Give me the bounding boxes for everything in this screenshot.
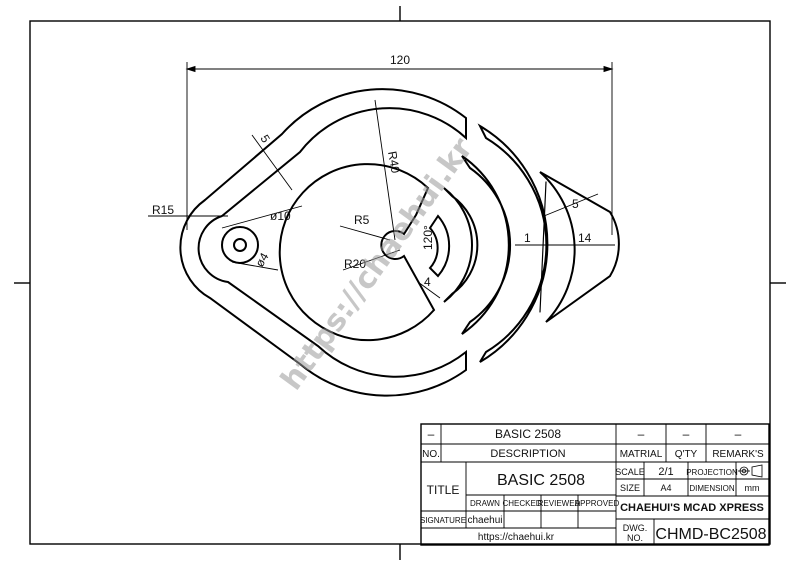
hole-inner: [233, 238, 247, 252]
dim-outer-radius: R40: [385, 150, 403, 174]
right-lip: [539, 171, 620, 323]
row1-no: –: [428, 427, 435, 441]
title-block: [420, 423, 770, 546]
outer-shell: [179, 88, 467, 397]
row1-remarks: –: [735, 427, 742, 441]
dim-hub-notch: R5: [354, 213, 370, 227]
header-no: NO.: [422, 449, 440, 460]
size-label: SIZE: [620, 483, 640, 493]
dim-arc-offset: 4: [424, 275, 431, 289]
dwg-number: CHMD-BC2508: [655, 526, 766, 543]
dimension-label: DIMENSION: [689, 484, 735, 493]
dim-ring-thickness: 5: [572, 197, 579, 211]
inner-arc: [428, 214, 451, 278]
row1-description: BASIC 2508: [495, 427, 561, 441]
checked-label: CHECKED: [502, 499, 541, 508]
arc-1: [443, 187, 479, 303]
website-url: https://chaehui.kr: [478, 532, 555, 543]
size-value: A4: [660, 483, 671, 493]
dim-hole-small: ø4: [252, 250, 271, 269]
header-material: MATRIAL: [620, 449, 663, 460]
scale-value: 2/1: [658, 466, 673, 478]
company-name: CHAEHUI'S MCAD XPRESS: [620, 502, 764, 514]
dim-ring-depth: 14: [578, 231, 592, 245]
header-remarks: REMARK'S: [712, 449, 764, 460]
drawn-label: DRAWN: [470, 499, 500, 508]
dimension-value: mm: [745, 483, 760, 493]
dim-hole-large: ø10: [270, 209, 291, 223]
projection-label: PROJECTION: [686, 468, 738, 477]
dim-gap: 1: [524, 231, 531, 245]
dim-arc-angle: 120°: [421, 225, 435, 250]
title-value: BASIC 2508: [497, 472, 585, 489]
approved-label: APPROVED: [575, 499, 620, 508]
sheet-frame: [14, 6, 786, 560]
dwg-label-line2: NO.: [627, 533, 643, 543]
part-geometry: [179, 88, 620, 397]
dim-left-radius: R15: [152, 203, 174, 217]
central-hub: [278, 163, 436, 342]
reviewed-label: REVIEWED: [538, 499, 581, 508]
dim-hub-radius: R20: [344, 257, 366, 271]
dimension-lines: [148, 62, 615, 299]
dwg-label-line1: DWG.: [623, 523, 648, 533]
signature-label: SIGNATURE: [420, 516, 466, 525]
hole-outer: [221, 226, 259, 264]
dim-overall-width: 120: [390, 53, 410, 67]
arc-2: [461, 155, 512, 335]
header-qty: Q'TY: [675, 449, 698, 460]
row1-material: –: [638, 427, 645, 441]
arc-3: [477, 123, 549, 363]
row1-qty: –: [683, 427, 690, 441]
header-description: DESCRIPTION: [490, 448, 565, 460]
projection-symbol-icon: [738, 464, 763, 478]
watermark: https://chaehui.kr: [274, 132, 480, 397]
signature-value: chaehui: [467, 515, 502, 526]
scale-label: SCALE: [615, 467, 645, 477]
title-label: TITLE: [427, 483, 460, 497]
